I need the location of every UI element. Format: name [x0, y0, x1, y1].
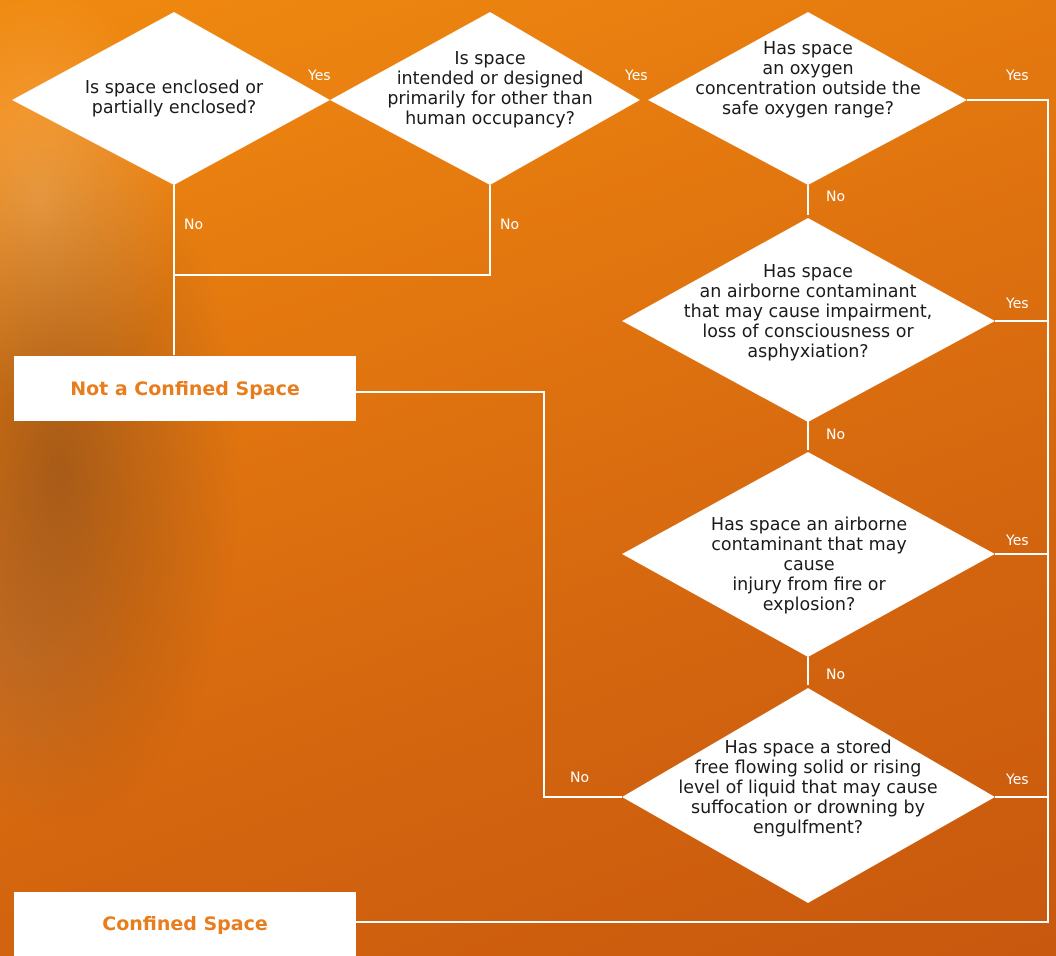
decision-diamond-enclosed [12, 12, 330, 185]
decision-diamond-engulfment [622, 688, 995, 903]
question-engulfment: Has space a stored free flowing solid or… [678, 738, 938, 838]
yes-label-oxygen: Yes [1006, 68, 1029, 84]
connector-yes-rail [355, 99, 1049, 923]
decision-diamond-contaminant-fire [622, 452, 995, 657]
no-label-oxygen: No [826, 189, 846, 205]
question-contaminant-fire: Has space an airborne contaminant that m… [710, 515, 908, 615]
decision-diamond-intended [330, 12, 640, 185]
yes-label-contaminant-fire: Yes [1006, 533, 1029, 549]
outcome-not-confined-space: Not a Confined Space [14, 356, 356, 421]
no-label-enclosed: No [184, 217, 204, 233]
connector-d1-no [173, 185, 491, 276]
yes-label-intended: Yes [625, 68, 648, 84]
yes-label-enclosed: Yes [308, 68, 331, 84]
no-label-intended: No [500, 217, 520, 233]
question-oxygen: Has space an oxygen concentration outsid… [695, 39, 921, 119]
outcome-confined-space: Confined Space [14, 892, 356, 956]
question-intended: Is space intended or designed primarily … [387, 49, 593, 129]
decision-diamond-oxygen [648, 12, 967, 185]
decision-diamond-contaminant-impair [622, 218, 995, 422]
yes-label-engulfment: Yes [1006, 772, 1029, 788]
no-label-contaminant-fire: No [826, 667, 846, 683]
yes-label-contaminant-impair: Yes [1006, 296, 1029, 312]
no-label-contaminant-impair: No [826, 427, 846, 443]
question-contaminant-impair: Has space an airborne contaminant that m… [683, 262, 933, 362]
no-label-engulfment: No [570, 770, 590, 786]
question-enclosed: Is space enclosed or partially enclosed? [84, 78, 264, 118]
connector-d6-no [355, 391, 622, 798]
outcome-not-confined-label: Not a Confined Space [70, 377, 300, 400]
outcome-confined-label: Confined Space [102, 913, 268, 935]
